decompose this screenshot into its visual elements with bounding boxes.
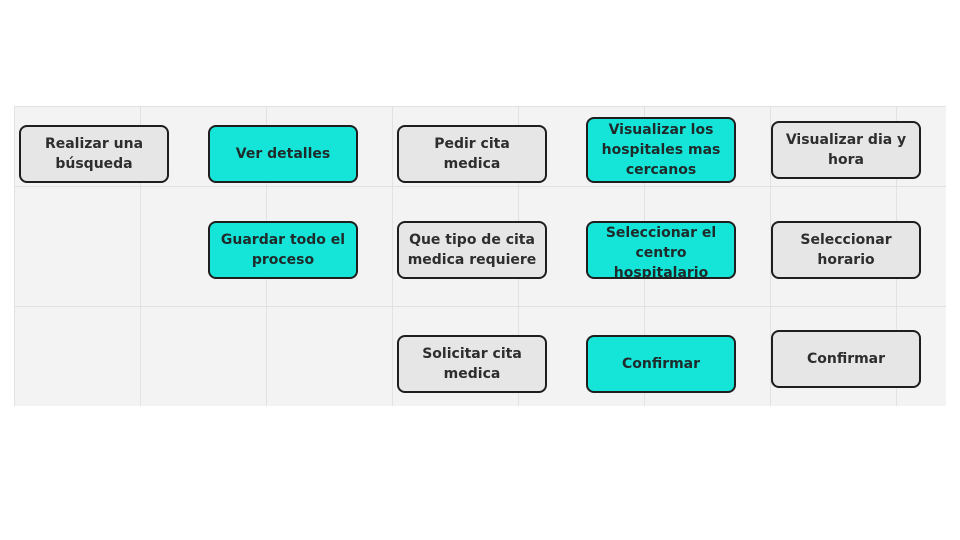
note-label: Realizar una búsqueda: [44, 136, 144, 172]
note-label: Confirmar: [806, 351, 886, 367]
sticky-note-visualizar-dia-hora[interactable]: Visualizar dia y hora: [771, 121, 921, 179]
sticky-note-seleccionar-horario[interactable]: Seleccionar horario: [771, 221, 921, 279]
sticky-note-confirmar-cyan[interactable]: Confirmar: [586, 335, 736, 393]
note-label: Guardar todo el proceso: [220, 232, 346, 268]
sticky-note-solicitar-cita[interactable]: Solicitar cita medica: [397, 335, 547, 393]
note-label: Solicitar cita medica: [422, 346, 522, 382]
note-label: Pedir cita medica: [434, 136, 510, 172]
sticky-note-realizar-busqueda[interactable]: Realizar una búsqueda: [19, 125, 169, 183]
note-label: Que tipo de cita medica requiere: [407, 232, 537, 268]
sticky-note-visualizar-hospitales[interactable]: Visualizar los hospitales mas cercanos: [586, 117, 736, 183]
note-label: Ver detalles: [235, 146, 331, 162]
sticky-note-confirmar-gray[interactable]: Confirmar: [771, 330, 921, 388]
sticky-note-guardar-proceso[interactable]: Guardar todo el proceso: [208, 221, 358, 279]
sticky-note-pedir-cita[interactable]: Pedir cita medica: [397, 125, 547, 183]
sticky-note-ver-detalles[interactable]: Ver detalles: [208, 125, 358, 183]
note-label: Visualizar dia y hora: [785, 132, 907, 168]
note-label: Seleccionar horario: [800, 232, 892, 268]
grid-divider: [14, 306, 946, 307]
note-label: Visualizar los hospitales mas cercanos: [601, 122, 721, 178]
grid-divider: [14, 186, 946, 187]
sticky-note-tipo-cita[interactable]: Que tipo de cita medica requiere: [397, 221, 547, 279]
sticky-note-seleccionar-centro[interactable]: Seleccionar el centro hospitalario: [586, 221, 736, 279]
note-label: Seleccionar el centro hospitalario: [605, 225, 717, 279]
note-label: Confirmar: [621, 356, 701, 372]
